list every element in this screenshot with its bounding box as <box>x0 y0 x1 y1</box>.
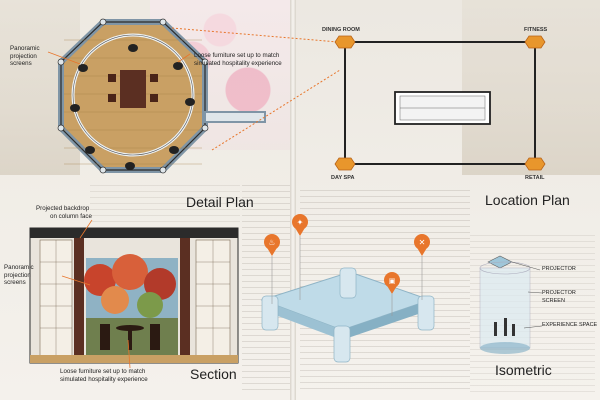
node-fitness <box>524 35 546 49</box>
node-dining <box>334 35 356 49</box>
location-route <box>344 41 536 165</box>
section-drawing <box>29 219 239 369</box>
pin-dining <box>414 234 430 300</box>
pin-icons: ✦ ♨ ✕ ▣ <box>268 218 425 285</box>
corridor <box>204 111 266 123</box>
node-retail <box>524 157 546 171</box>
label-section-furniture: Loose furniture set up to match simulate… <box>60 368 148 383</box>
label-projector: PROJECTOR <box>542 266 576 272</box>
iso-space-floor <box>480 342 530 354</box>
body-text-column <box>242 185 290 390</box>
projection-screen-ring-edge <box>72 34 194 156</box>
label-detail-furniture: Loose furniture set up to match simulate… <box>194 52 282 67</box>
label-section-screens: Panoramic projection screens <box>4 264 34 286</box>
iso-pins <box>264 214 430 316</box>
spa-icon: ♨ <box>268 238 275 247</box>
dining-icon: ✕ <box>419 238 426 247</box>
node-label-retail: RETAIL <box>525 175 545 181</box>
node-label-spa: DAY SPA <box>331 175 355 181</box>
label-section-backdrop: Projected backdrop on column face <box>36 205 92 220</box>
iso-platform-right <box>342 300 430 340</box>
label-experience-space: EXPERIENCE SPACE <box>542 322 598 328</box>
section-title: Section <box>190 366 237 382</box>
retail-icon: ▣ <box>389 277 396 285</box>
iso-pods <box>261 267 435 363</box>
iso-platform-left <box>262 300 342 340</box>
section-furniture <box>100 324 160 350</box>
leader-furniture <box>177 53 191 63</box>
location-plan-title: Location Plan <box>485 192 570 208</box>
fitness-icon: ✦ <box>297 218 304 227</box>
label-projector-screen: PROJECTOR SCREEN <box>542 290 576 304</box>
node-label-dining: DINING ROOM <box>322 27 360 33</box>
iso-leaders <box>511 261 543 329</box>
section-ceiling <box>30 228 238 238</box>
isometric-drawing: ✦ ♨ ✕ ▣ <box>260 214 543 363</box>
dining-table <box>120 70 146 108</box>
ship-background-right <box>462 0 600 175</box>
pin-retail <box>384 272 400 316</box>
section-floor <box>30 355 238 363</box>
leader-section-screens <box>61 275 91 286</box>
detail-plan-drawing <box>57 18 266 174</box>
leader-backdrop <box>79 219 93 239</box>
location-nodes <box>334 35 546 171</box>
detail-plan-title: Detail Plan <box>186 194 254 210</box>
node-spa <box>334 157 356 171</box>
leader-section-furniture <box>127 339 131 369</box>
page-spine <box>290 0 296 400</box>
pin-spa <box>264 234 280 304</box>
location-plan-drawing <box>334 35 546 171</box>
projector-dots <box>70 44 195 170</box>
leader-screens <box>47 51 81 65</box>
section-column-right <box>180 238 190 360</box>
pin-fitness <box>292 214 308 300</box>
isometric-title: Isometric <box>495 362 552 378</box>
node-label-fitness: FITNESS <box>524 27 548 33</box>
iso-people <box>494 318 515 336</box>
column-markers <box>57 18 209 174</box>
link-dotted-bottom <box>211 69 341 151</box>
label-detail-screens: Panoramic projection screens <box>10 45 40 67</box>
shoji-grid <box>40 240 230 358</box>
body-text-top <box>90 185 240 225</box>
dining-chairs <box>108 74 158 102</box>
section-column-left <box>74 238 84 360</box>
